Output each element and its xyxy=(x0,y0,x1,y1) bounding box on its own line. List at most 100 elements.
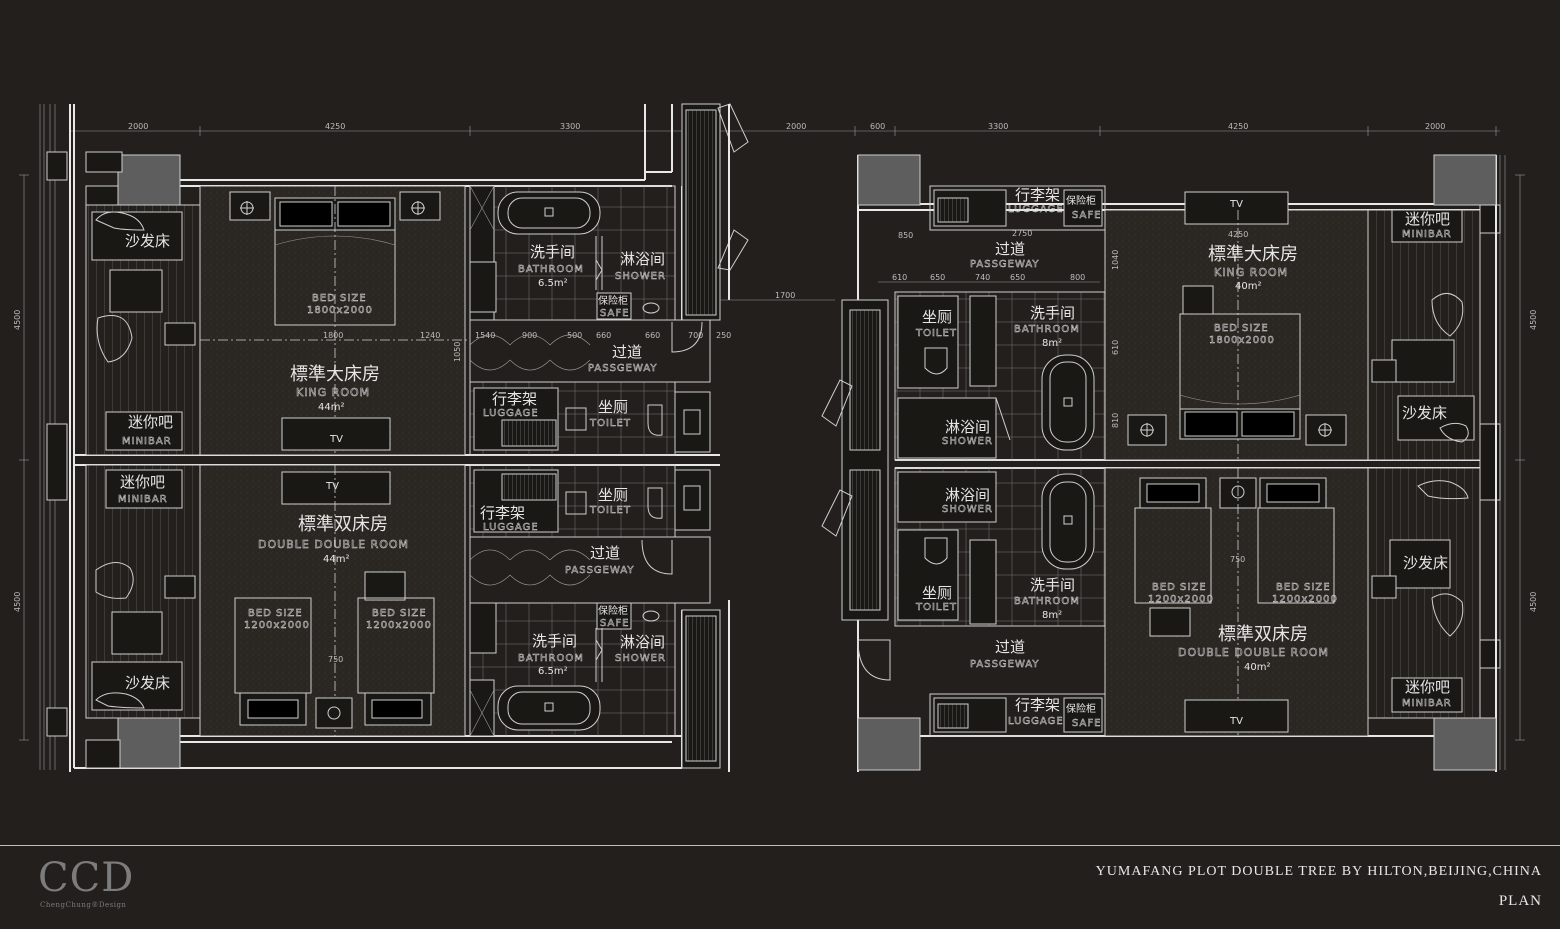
bathroom-area: 6.5m² xyxy=(538,278,568,289)
minibar-label-en: MINIBAR xyxy=(122,436,172,447)
bathroom-label-cn: 洗手间 xyxy=(530,243,575,261)
safe-cn-r: 保险柜 xyxy=(1066,194,1096,207)
bed-dims-label: 1800x2000 xyxy=(307,305,373,316)
luggage-cn-rd: 行李架 xyxy=(1015,696,1060,714)
column-br-a xyxy=(857,717,921,771)
rdim-610: 610 xyxy=(892,273,907,282)
bathroom-en-r: BATHROOM xyxy=(1014,324,1080,335)
toilet-cn-rd: 坐厕 xyxy=(922,584,952,602)
room-area-rd: 40m² xyxy=(1244,662,1270,673)
king-room-right: TV 4250 標準大床房 KING ROOM 40m² BED SIZE 18… xyxy=(1127,191,1475,460)
dim-700: 700 xyxy=(688,331,703,340)
rdim-650b: 650 xyxy=(1010,273,1025,282)
column-br-b xyxy=(1433,717,1497,771)
dim-1800: 1800 xyxy=(323,331,343,340)
room-title-cn-d: 標準双床房 xyxy=(298,514,388,535)
bathroom-label-cn-d: 洗手间 xyxy=(532,632,577,650)
sofa-bed-rd: 沙发床 xyxy=(1403,554,1448,572)
bed-size-r: BED SIZE xyxy=(1214,323,1269,334)
shower-label-en-d: SHOWER xyxy=(615,653,666,664)
king-luggage-left: 行李架 LUGGAGE 坐厕 TOILET xyxy=(469,381,711,456)
minibar-label-cn-d: 迷你吧 xyxy=(120,473,165,491)
bed-size-r2: BED SIZE xyxy=(1276,582,1331,593)
minibar-en-r: MINIBAR xyxy=(1402,229,1452,240)
room-title-cn-r: 標準大床房 xyxy=(1208,244,1298,265)
dim-250: 250 xyxy=(716,331,731,340)
minibar-label-cn: 迷你吧 xyxy=(128,413,173,431)
sofa-bed-label-d: 沙发床 xyxy=(125,674,170,692)
dim-750: 750 xyxy=(328,655,343,664)
footer-rule xyxy=(0,845,1560,846)
passage-en-r: PASSGEWAY xyxy=(970,259,1040,270)
king-service-right: 行李架 LUGGAGE 保险柜 SAFE 2750 850 过道 PASSGEW… xyxy=(878,185,1120,461)
bathroom-label-en-d: BATHROOM xyxy=(518,653,584,664)
toilet-label-en: TOILET xyxy=(589,418,631,429)
bed-dims-r: 1800x2000 xyxy=(1209,335,1275,346)
passage-en-rd: PASSGEWAY xyxy=(970,659,1040,670)
shower-label-cn: 淋浴间 xyxy=(620,250,665,268)
rdim-750: 750 xyxy=(1230,555,1245,564)
rdim-top-3: 3300 xyxy=(988,122,1008,131)
rdim-810: 810 xyxy=(1111,413,1120,428)
king-passage-left: 1540 900 500 660 660 700 250 1050 过道 PAS… xyxy=(453,319,731,383)
room-title-cn-rd: 標準双床房 xyxy=(1218,624,1308,645)
safe-cn-rd: 保险柜 xyxy=(1066,702,1096,715)
rdim-top-4: 4250 xyxy=(1228,122,1248,131)
bathroom-area-rd: 8m² xyxy=(1042,610,1062,621)
bed-size-2: BED SIZE xyxy=(372,608,427,619)
passage-label-cn-d: 过道 xyxy=(590,544,620,562)
dim-660a: 660 xyxy=(596,331,611,340)
rdim-2750: 2750 xyxy=(1012,229,1032,238)
safe-label-cn: 保险柜 xyxy=(598,294,628,307)
left-plan: 2000 4250 3300 900 4500 4500 xyxy=(13,103,835,772)
bathroom-en-rd: BATHROOM xyxy=(1014,596,1080,607)
right-plan: 2000 600 3300 4250 2000 4500 4500 xyxy=(740,122,1538,772)
dim-top-3: 3300 xyxy=(560,122,580,131)
shower-en-rd: SHOWER xyxy=(942,504,993,515)
bathroom-cn-r: 洗手间 xyxy=(1030,304,1075,322)
rdim-850: 850 xyxy=(898,231,913,240)
luggage-en-rd: LUGGAGE xyxy=(1008,716,1064,727)
dim-1240: 1240 xyxy=(420,331,440,340)
toilet-cn-r: 坐厕 xyxy=(922,308,952,326)
bed-size-label: BED SIZE xyxy=(312,293,367,304)
shower-cn-rd: 淋浴间 xyxy=(945,486,990,504)
project-title: YUMAFANG PLOT DOUBLE TREE BY HILTON,BEIJ… xyxy=(1095,864,1542,879)
luggage-label-cn-d: 行李架 xyxy=(480,504,525,522)
shower-label-cn-d: 淋浴间 xyxy=(620,633,665,651)
dim-660b: 660 xyxy=(645,331,660,340)
bathroom-area-r: 8m² xyxy=(1042,338,1062,349)
double-passage-left: 过道 PASSGEWAY xyxy=(469,536,711,604)
king-bathroom-left: 洗手间 BATHROOM 6.5m² 淋浴间 SHOWER 保险柜 SAFE xyxy=(469,185,676,321)
corridor-left-wall xyxy=(681,103,835,772)
rdim-side-2: 4500 xyxy=(1529,592,1538,612)
toilet-label-cn: 坐厕 xyxy=(598,398,628,416)
shower-label-en: SHOWER xyxy=(615,271,666,282)
luggage-label-en: LUGGAGE xyxy=(483,408,539,419)
tv-label-rd: TV xyxy=(1229,716,1243,727)
column-tr-a xyxy=(857,154,921,206)
bathroom-cn-rd: 洗手间 xyxy=(1030,576,1075,594)
toilet-en-rd: TOILET xyxy=(915,602,957,613)
safe-en-rd: SAFE xyxy=(1072,718,1101,729)
room-title-en-rd: DOUBLE DOUBLE ROOM xyxy=(1178,646,1329,659)
rdim-side-1: 4500 xyxy=(1529,310,1538,330)
rdim-top-2: 600 xyxy=(870,122,885,131)
luggage-label-cn: 行李架 xyxy=(492,390,537,408)
dim-top-1: 2000 xyxy=(128,122,148,131)
double-luggage-left: 行李架 LUGGAGE 坐厕 TOILET xyxy=(469,464,711,538)
dim-side-2: 4500 xyxy=(13,592,22,612)
luggage-cn-r: 行李架 xyxy=(1015,186,1060,204)
sheet-label: PLAN xyxy=(1498,893,1542,909)
double-service-right: 淋浴间 SHOWER 坐厕 TOILET 洗手间 BATHROOM 8m² 过道… xyxy=(894,467,1106,737)
rdim-4250: 4250 xyxy=(1228,230,1248,239)
shower-en-r: SHOWER xyxy=(942,436,993,447)
passage-cn-r: 过道 xyxy=(995,240,1025,258)
passage-label-en-d: PASSGEWAY xyxy=(565,565,635,576)
double-room-left: 迷你吧 MINIBAR 沙发床 TV 標準双床房 DOUBLE DOUBLE R… xyxy=(91,465,435,736)
room-title-cn: 標準大床房 xyxy=(290,364,380,385)
bed-dims-2: 1200x2000 xyxy=(366,620,432,631)
room-title-en-d: DOUBLE DOUBLE ROOM xyxy=(258,538,409,551)
bed-size-r1: BED SIZE xyxy=(1152,582,1207,593)
